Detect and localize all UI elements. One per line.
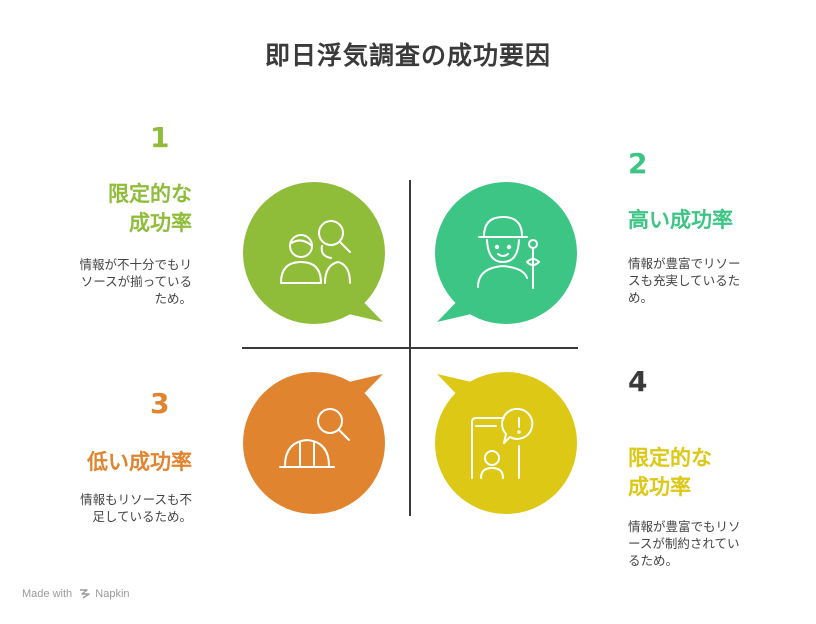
quadrant-2-desc-line: スも充実しているた (628, 273, 741, 288)
quadrant-2-heading-line: 高い成功率 (628, 208, 733, 232)
quadrant-4-heading: 限定的な 成功率 (628, 444, 798, 502)
quadrant-2-description: 情報が豊富でリソー スも充実しているた め。 (628, 255, 798, 306)
quadrant-3-desc-line: 情報もリソースも不 (80, 492, 192, 507)
quadrant-1-heading-line: 成功率 (129, 211, 192, 235)
quadrant-1-heading-line: 限定的な (108, 182, 192, 206)
quadrant-2-heading: 高い成功率 (628, 206, 798, 235)
quadrant-1-desc-line: ソースが揃っている (80, 274, 192, 289)
quadrant-4-desc-line: るため。 (628, 553, 679, 568)
quadrant-4-number: 4 (628, 365, 648, 398)
quadrant-3-heading-line: 低い成功率 (87, 450, 192, 474)
quadrant-1-bubble (243, 182, 385, 324)
quadrant-2-desc-line: め。 (628, 290, 654, 305)
quadrant-3-description: 情報もリソースも不 足しているため。 (30, 491, 192, 525)
quadrant-3-number: 3 (150, 387, 170, 420)
quadrant-1-heading: 限定的な 成功率 (40, 180, 192, 238)
quadrant-2-number: 2 (628, 147, 648, 180)
quadrant-1-number: 1 (150, 121, 170, 154)
people-search-icon (280, 220, 351, 284)
quadrant-4-desc-line: ースが制約されてい (628, 536, 740, 551)
quadrant-4-heading-line: 成功率 (628, 475, 691, 499)
quadrant-1-desc-line: ため。 (154, 291, 192, 306)
quadrant-4-desc-line: 情報が豊富でもリソ (628, 519, 741, 534)
footer-made-with: Made with (22, 588, 73, 600)
worker-with-tool-icon (477, 216, 540, 289)
footer-credit: Made with Napkin (22, 588, 130, 602)
quadrant-3-desc-line: 足しているため。 (92, 509, 192, 524)
quadrant-1-desc-line: 情報が不十分でもリ (79, 257, 192, 272)
napkin-logo-icon (79, 588, 90, 602)
hardhat-search-icon (279, 408, 350, 468)
quadrant-4-heading-line: 限定的な (628, 446, 712, 470)
quadrant-1-description: 情報が不十分でもリ ソースが揃っている ため。 (30, 256, 192, 307)
phone-user-alert-icon (471, 407, 534, 479)
quadrant-3-heading: 低い成功率 (30, 448, 192, 477)
quadrant-4-bubble (435, 372, 577, 514)
page-title: 即日浮気調査の成功要因 (264, 41, 551, 70)
quadrant-2-desc-line: 情報が豊富でリソー (628, 256, 741, 271)
quadrant-4-description: 情報が豊富でもリソ ースが制約されてい るため。 (628, 518, 798, 569)
quadrant-2-bubble (435, 182, 577, 324)
footer-brand[interactable]: Napkin (95, 588, 130, 600)
